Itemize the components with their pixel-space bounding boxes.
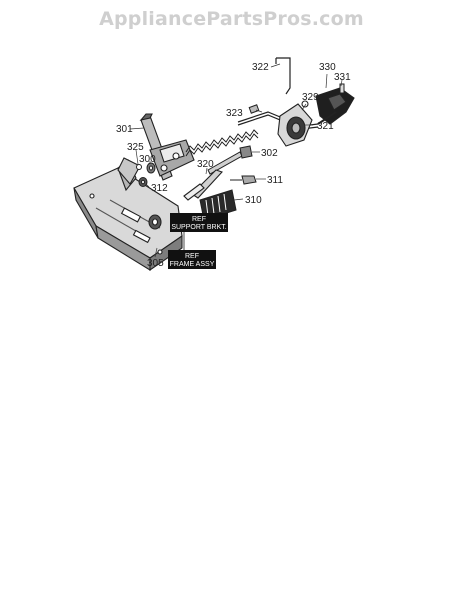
washer-part (136, 162, 156, 187)
ref-frame-line1: REF (185, 253, 199, 260)
ref-frame-assembly-label: REF FRAME ASSY (168, 250, 216, 269)
site-watermark: AppliancePartsPros.com (99, 8, 364, 30)
leader-lines (129, 63, 343, 258)
callout-331: 331 (334, 72, 351, 83)
callout-322: 322 (252, 62, 269, 73)
clip-323-part (248, 104, 260, 114)
rack-plate-part (199, 189, 237, 221)
callout-311: 311 (267, 175, 283, 186)
bolt-311-part (230, 175, 257, 185)
callout-320: 320 (197, 159, 214, 170)
callout-301: 301 (116, 124, 133, 135)
callout-305: 305 (147, 258, 164, 269)
frame-base-part (73, 157, 183, 272)
callout-330: 330 (319, 62, 336, 73)
ref-frame-line2: FRAME ASSY (170, 261, 215, 268)
ref-support-line1: REF (192, 216, 206, 223)
lever-arm-part (139, 113, 195, 181)
guide-plate-part (183, 169, 223, 201)
pin-331-part (339, 83, 345, 94)
bolt-302-part (207, 145, 253, 175)
callout-321: 321 (317, 121, 334, 132)
ref-support-line2: SUPPORT BRKT. (171, 224, 226, 231)
callout-312: 312 (151, 183, 168, 194)
callout-323: 323 (226, 108, 243, 119)
rod-322-part (275, 57, 291, 95)
handle-knob-part (315, 87, 355, 125)
pivot-bracket-part (277, 100, 313, 147)
spring-part (185, 129, 259, 157)
callout-310: 310 (245, 195, 262, 206)
callout-300: 300 (139, 154, 156, 165)
callout-329: 329 (302, 92, 319, 103)
callout-325: 325 (127, 142, 144, 153)
ref-support-bracket-label: REF SUPPORT BRKT. (170, 213, 228, 232)
callout-302: 302 (261, 148, 278, 159)
